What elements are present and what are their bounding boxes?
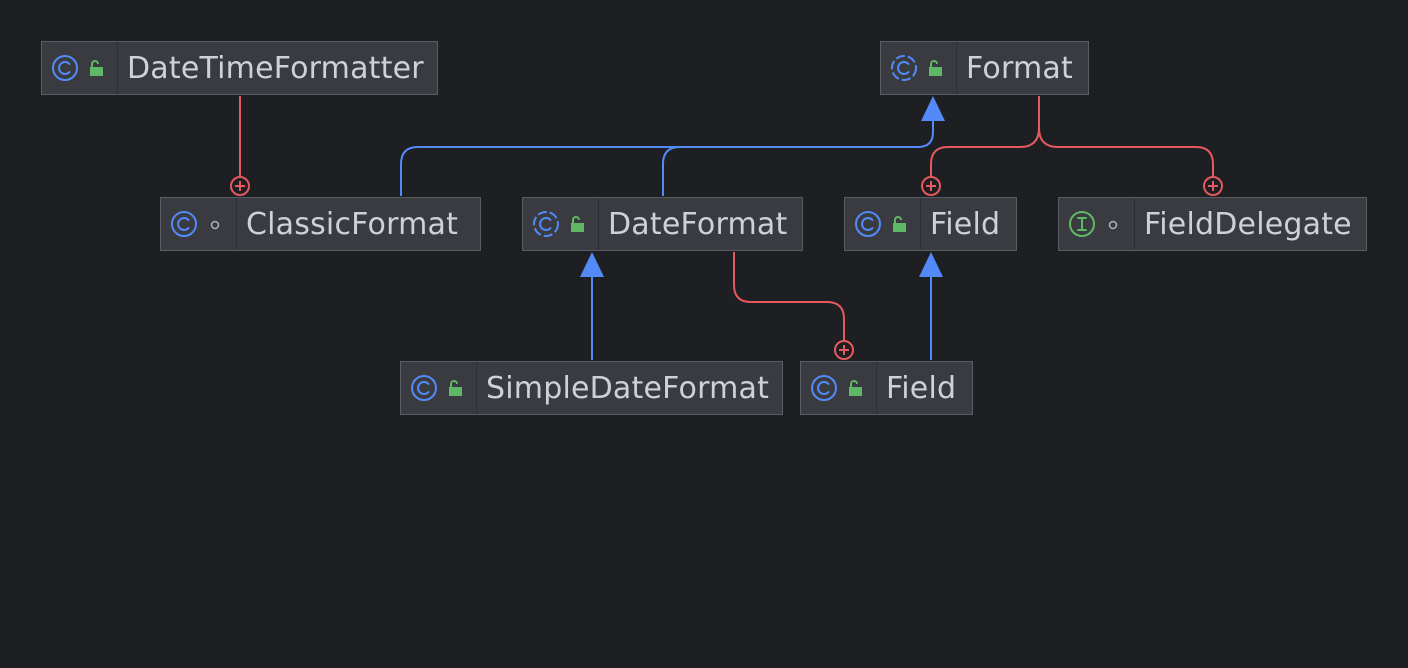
node-icons xyxy=(401,362,477,414)
class-icon xyxy=(411,375,437,401)
class-icon xyxy=(171,211,197,237)
class-node-field-format[interactable]: Field xyxy=(844,197,1017,251)
class-name-label: DateFormat xyxy=(608,206,788,242)
class-node-field-dateformat[interactable]: Field xyxy=(800,361,973,415)
class-node-fielddelegate[interactable]: FieldDelegate xyxy=(1058,197,1367,251)
package-private-dot-icon xyxy=(210,220,220,230)
package-private-dot-icon xyxy=(1108,220,1118,230)
class-name-label: FieldDelegate xyxy=(1144,206,1352,242)
public-lock-icon xyxy=(849,380,862,396)
class-name-label: DateTimeFormatter xyxy=(127,50,424,86)
inner-class-circle-plus-marker xyxy=(230,176,250,196)
public-lock-icon xyxy=(449,380,462,396)
class-icon xyxy=(855,211,881,237)
class-name-label: SimpleDateFormat xyxy=(486,370,770,406)
class-node-format[interactable]: Format xyxy=(880,41,1089,95)
interface-icon xyxy=(1069,211,1095,237)
abstract-class-icon xyxy=(533,211,559,237)
class-node-datetimeformatter[interactable]: DateTimeFormatter xyxy=(41,41,438,95)
class-name-label: ClassicFormat xyxy=(246,206,459,242)
class-node-classicformat[interactable]: ClassicFormat xyxy=(160,197,481,251)
inner-class-circle-plus-marker xyxy=(834,340,854,360)
inner-class-edge-format-to-fielddelegate xyxy=(1038,127,1214,177)
class-name-label: Field xyxy=(886,370,957,406)
inheritance-arrowhead xyxy=(921,96,945,121)
class-node-dateformat[interactable]: DateFormat xyxy=(522,197,803,251)
node-icons xyxy=(801,362,877,414)
public-lock-icon xyxy=(893,216,906,232)
class-icon xyxy=(811,375,837,401)
inner-class-edge-format-to-field-format xyxy=(930,96,1040,177)
node-icons xyxy=(1059,198,1135,250)
node-icons xyxy=(881,42,957,94)
node-icons xyxy=(523,198,599,250)
node-icons xyxy=(42,42,118,94)
public-lock-icon xyxy=(571,216,584,232)
class-icon xyxy=(52,55,78,81)
inner-class-circle-plus-marker xyxy=(1203,176,1223,196)
inheritance-edge-dateformat-to-format xyxy=(662,146,681,196)
public-lock-icon xyxy=(929,60,942,76)
inheritance-edge-classicformat-to-format xyxy=(400,120,934,196)
abstract-class-icon xyxy=(891,55,917,81)
inner-class-edge-dateformat-to-field-dateformat xyxy=(733,252,845,341)
node-icons xyxy=(161,198,237,250)
public-lock-icon xyxy=(90,60,103,76)
class-name-label: Format xyxy=(966,50,1073,86)
class-node-simpledateformat[interactable]: SimpleDateFormat xyxy=(400,361,783,415)
inner-class-circle-plus-marker xyxy=(921,176,941,196)
node-icons xyxy=(845,198,921,250)
class-name-label: Field xyxy=(930,206,1001,242)
inheritance-arrowhead xyxy=(580,252,604,277)
inheritance-arrowhead xyxy=(919,252,943,277)
